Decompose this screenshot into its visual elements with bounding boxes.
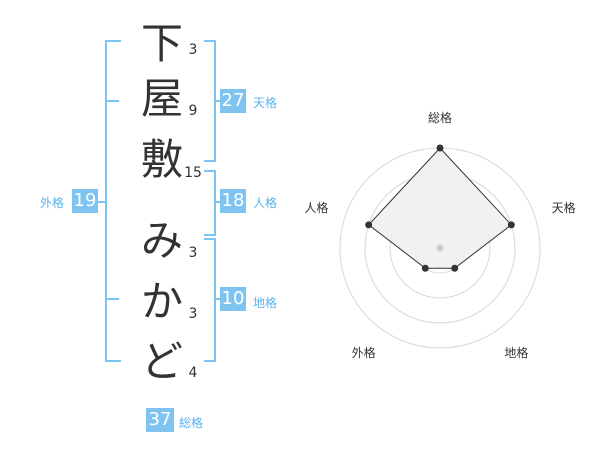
outer-bracket-tick: [105, 298, 119, 300]
soukaku-label: 総格: [179, 416, 204, 430]
jinkaku-label: 人格: [253, 196, 278, 210]
name-char-6: ど: [140, 337, 183, 386]
name-char-3: 敷: [140, 135, 183, 184]
gaikaku-value: 19: [72, 189, 98, 213]
radar-point: [436, 144, 444, 152]
soukaku-value: 37: [146, 408, 174, 432]
radar-axis-label: 天格: [552, 200, 576, 215]
jinkaku-connector: [215, 201, 222, 203]
name-char-1: 下: [140, 19, 183, 68]
tenkaku-value: 27: [220, 89, 246, 113]
radar-point: [451, 264, 459, 272]
chikaku-connector: [215, 298, 222, 300]
chikaku-bracket: [204, 238, 216, 362]
name-char-4: み: [140, 216, 183, 265]
chikaku-label: 地格: [253, 296, 278, 310]
stroke-count-2: 9: [188, 103, 198, 119]
outer-bracket-connector: [98, 201, 107, 203]
radar-center: [436, 244, 444, 252]
radar-axis-label: 人格: [304, 200, 328, 215]
radar-axis-label: 総格: [428, 110, 452, 125]
jinkaku-bracket: [204, 170, 216, 236]
gaikaku-label: 外格: [40, 196, 65, 210]
radar-point: [507, 221, 515, 229]
tenkaku-label: 天格: [253, 96, 278, 110]
radar-point: [421, 264, 429, 272]
stroke-count-4: 3: [188, 245, 198, 261]
chikaku-value: 10: [220, 287, 246, 311]
radar-area: [367, 147, 513, 269]
name-char-2: 屋: [140, 74, 183, 123]
tenkaku-connector: [215, 100, 222, 102]
stroke-count-1: 3: [188, 42, 198, 58]
radar-axis-label: 外格: [352, 345, 376, 360]
stroke-count-3: 15: [184, 165, 202, 181]
radar-axis-label: 地格: [504, 345, 528, 360]
outer-bracket-tick: [105, 100, 119, 102]
stroke-count-5: 3: [188, 306, 198, 322]
name-char-5: か: [140, 277, 183, 326]
radar-point: [365, 221, 373, 229]
stroke-count-6: 4: [188, 365, 198, 381]
jinkaku-value: 18: [220, 189, 246, 213]
